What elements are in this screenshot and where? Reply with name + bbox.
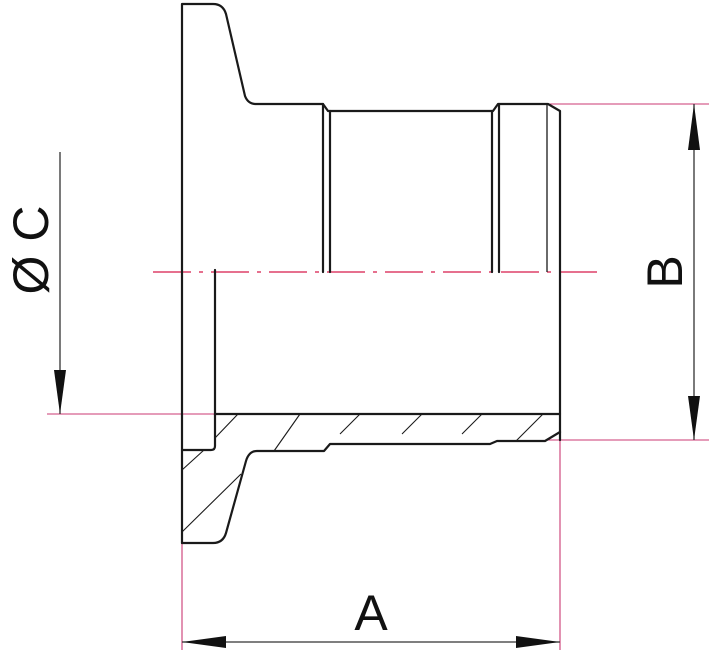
dimension-c: Ø C [3,152,66,414]
dimension-label-a: A [354,585,388,641]
part-section-view [180,412,562,545]
dimension-label-c: Ø C [3,206,59,295]
dimension-b: B [637,104,700,440]
section-hatching [181,413,544,533]
arrow-left-icon [182,636,226,648]
extension-lines [47,103,709,650]
arrow-up-icon [688,104,700,150]
arrow-down-icon [688,396,700,440]
arrow-right-icon [516,636,560,648]
part-exterior-view [180,2,562,442]
arrow-down-icon [54,370,66,414]
dimension-a: A [182,585,560,648]
dimension-label-b: B [637,255,693,288]
